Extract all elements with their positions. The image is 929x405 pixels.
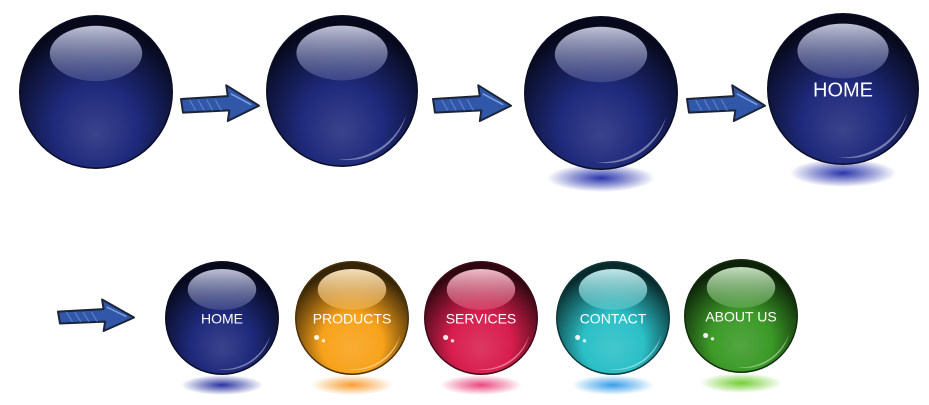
arrow-hatch [712, 99, 720, 111]
right-arrow-icon [180, 84, 260, 122]
arrow-hatch [720, 99, 728, 111]
nav-button-products[interactable]: PRODUCTS [295, 261, 409, 375]
right-arrow-icon [686, 84, 766, 122]
drop-shadow [547, 164, 655, 192]
sparkle-dot [443, 334, 449, 340]
nav-button-services[interactable]: SERVICES [424, 261, 538, 375]
gloss-highlight [706, 266, 776, 309]
drop-shadow [789, 159, 897, 187]
arrow-hatch [466, 99, 474, 111]
arrow-hatch [441, 99, 449, 111]
arrow-hatch [695, 99, 703, 111]
drop-shadow [439, 375, 523, 395]
gloss-highlight [578, 268, 648, 311]
arrow-hatch [189, 99, 197, 111]
arrow-body [180, 84, 260, 122]
tutorial-step-1-sphere [19, 15, 173, 169]
sparkle-dot [450, 339, 455, 343]
gloss-highlight [296, 25, 388, 81]
arrow-hatch [90, 311, 98, 322]
arrow-hatch [197, 99, 205, 111]
drop-shadow [180, 375, 264, 395]
arrow-body [57, 298, 135, 332]
sparkle-dot [575, 334, 581, 340]
arrow-hatch [449, 99, 457, 111]
arrow-body [432, 84, 512, 122]
gloss-highlight [797, 23, 889, 79]
arrow-hatch [482, 93, 504, 106]
nav-label-home: HOME [201, 310, 243, 326]
arrow-hatch [74, 311, 82, 322]
arrow-hatch [106, 306, 127, 318]
nav-label-products: PRODUCTS [313, 310, 392, 326]
arrow-hatch [82, 311, 90, 322]
nav-label-contact: CONTACT [580, 310, 647, 326]
drop-shadow [310, 375, 394, 395]
nav-button-home[interactable]: HOME [165, 261, 279, 375]
arrow-hatch [230, 93, 252, 106]
drop-shadow [699, 373, 783, 393]
gloss-highlight [554, 26, 648, 83]
sparkle-dot [314, 334, 320, 340]
arrow-hatch [736, 93, 758, 106]
nav-label-services: SERVICES [446, 310, 517, 326]
right-arrow-icon [57, 298, 135, 332]
nav-button-about-us[interactable]: ABOUT US [684, 259, 798, 373]
sparkle-dot [582, 339, 587, 343]
tutorial-step-3-sphere [524, 16, 678, 170]
tutorial-step-4-sphere: HOME [767, 13, 919, 165]
arrow-hatch [703, 99, 711, 111]
gloss-highlight [187, 268, 257, 311]
drop-shadow [571, 375, 655, 395]
gloss-highlight [317, 268, 387, 311]
gloss-highlight [446, 268, 516, 311]
arrow-hatch [206, 99, 214, 111]
arrow-hatch [458, 99, 466, 111]
sparkle-dot [710, 337, 715, 341]
sphere-label-home: HOME [813, 80, 873, 102]
arrow-hatch [214, 99, 222, 111]
nav-label-about-us: ABOUT US [705, 308, 776, 324]
tutorial-step-2-sphere [266, 15, 418, 167]
arrow-hatch [65, 311, 73, 322]
right-arrow-icon [432, 84, 512, 122]
arrow-body [686, 84, 766, 122]
sparkle-dot [703, 332, 709, 338]
nav-button-contact[interactable]: CONTACT [556, 261, 670, 375]
gloss-highlight [49, 25, 143, 82]
sparkle-dot [321, 339, 326, 343]
